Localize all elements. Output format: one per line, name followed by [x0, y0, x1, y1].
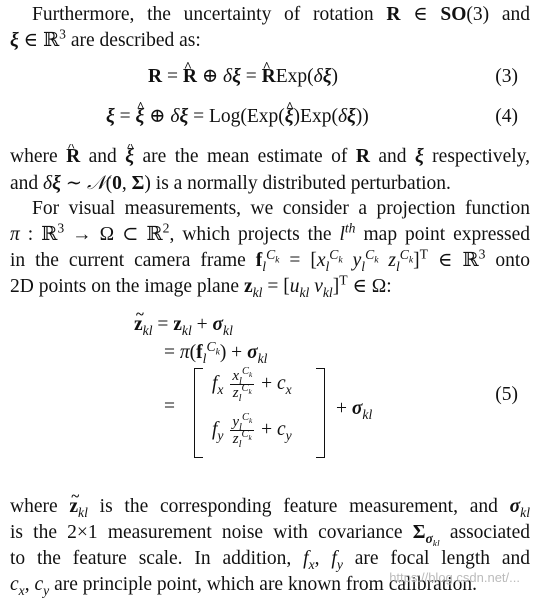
equation-3: R = R ⊕ δξ = RExp(δξ): [148, 55, 338, 90]
paragraph4-line1: where zkl is the corresponding feature m…: [10, 494, 530, 520]
paragraph3-line1: For visual measurements, we consider a p…: [32, 198, 530, 219]
watermark: https://blog.csdn.net/...: [389, 570, 520, 585]
equation-4-number: (4): [495, 106, 518, 127]
paragraph2-line1: where R and ξ are the mean estimate of R…: [10, 144, 530, 170]
equation-5-tail: + σkl: [336, 398, 373, 422]
equation-5-line1: zkl = zkl + σkl: [134, 302, 233, 338]
equation-5-number: (5): [495, 384, 518, 405]
paragraph3-line2: π : ℝ3 → Ω ⊂ ℝ2, which projects the lth …: [10, 222, 530, 245]
paragraph2-line2: and δξ ∼ 𝒩(0, Σ) is a normally distribut…: [10, 171, 451, 194]
equation-3-number: (3): [495, 66, 518, 87]
paragraph3-line4: 2D points on the image plane zkl = [ukl …: [10, 274, 392, 300]
paragraph4-line2: is the 2×1 measurement noise with covari…: [10, 522, 530, 546]
paragraph4-line3: to the feature scale. In addition, fx, f…: [10, 548, 530, 572]
matrix-right-bracket: [316, 368, 325, 458]
equation-5-line2: = π(flCk) + σkl: [164, 338, 268, 366]
equation-4: ξ = ξ ⊕ δξ = Log(Exp(ξ)Exp(δξ)): [106, 95, 369, 130]
paragraph1-line2: ξ ∈ ℝ3 are described as:: [10, 28, 201, 51]
paragraph4-line4: cx, cy are principle point, which are kn…: [10, 574, 477, 598]
equation-5-equals: =: [164, 396, 175, 417]
paragraph3-line3: in the current camera frame flCk = [xlCk…: [10, 248, 530, 274]
matrix-left-bracket: [194, 368, 203, 458]
paragraph1-line1: Furthermore, the uncertainty of rotation…: [32, 4, 530, 25]
